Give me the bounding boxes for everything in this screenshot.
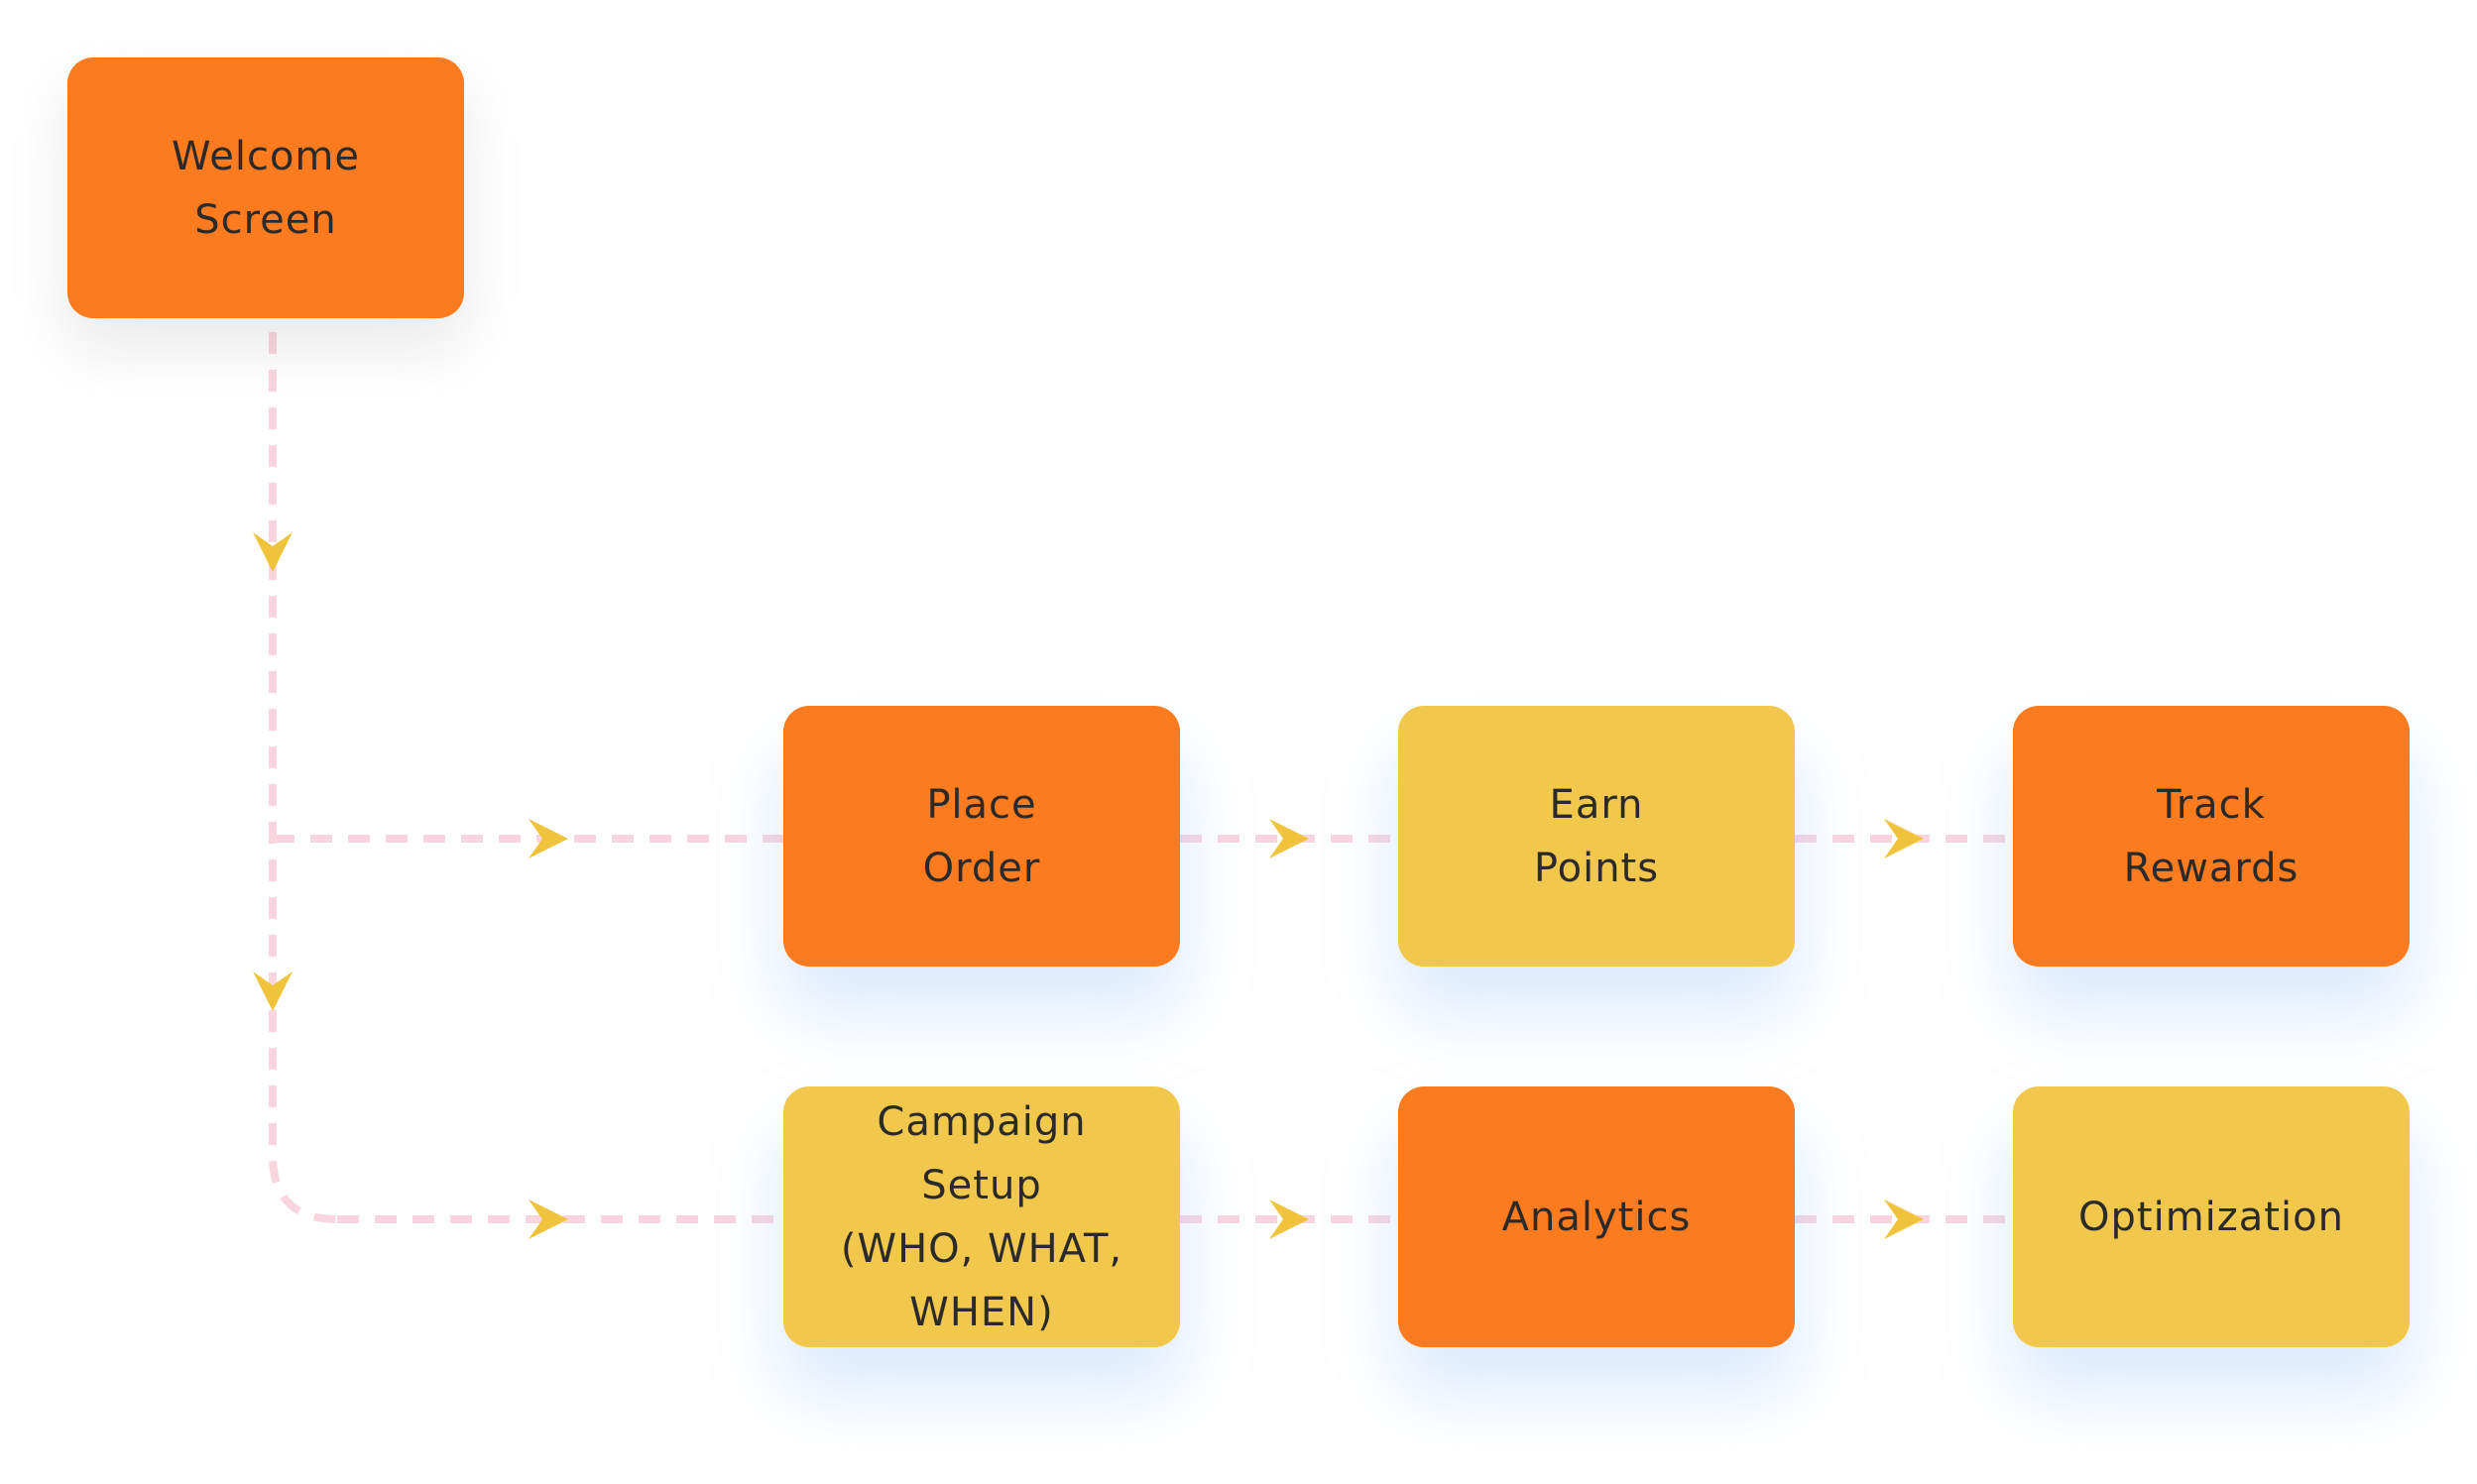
node-track-rewards[interactable]: Track Rewards [2013, 706, 2410, 967]
connector-welcome-trunk [269, 332, 338, 1223]
arrowhead-to-analytics [1269, 1199, 1309, 1239]
arrowhead-to-earn-points [1269, 819, 1309, 858]
node-campaign-setup[interactable]: Campaign Setup (WHO, WHAT, WHEN) [783, 1086, 1180, 1347]
arrowhead-to-place-order [529, 819, 568, 858]
arrowhead-down-1 [253, 532, 293, 572]
arrowhead-to-optimization [1884, 1199, 1924, 1239]
node-welcome-screen[interactable]: Welcome Screen [67, 57, 464, 318]
arrowhead-to-campaign-setup [529, 1199, 568, 1239]
arrowhead-to-track-rewards [1884, 819, 1924, 858]
node-place-order[interactable]: Place Order [783, 706, 1180, 967]
node-optimization[interactable]: Optimization [2013, 1086, 2410, 1347]
node-earn-points[interactable]: Earn Points [1398, 706, 1795, 967]
node-analytics[interactable]: Analytics [1398, 1086, 1795, 1347]
arrowhead-down-2 [253, 971, 293, 1011]
